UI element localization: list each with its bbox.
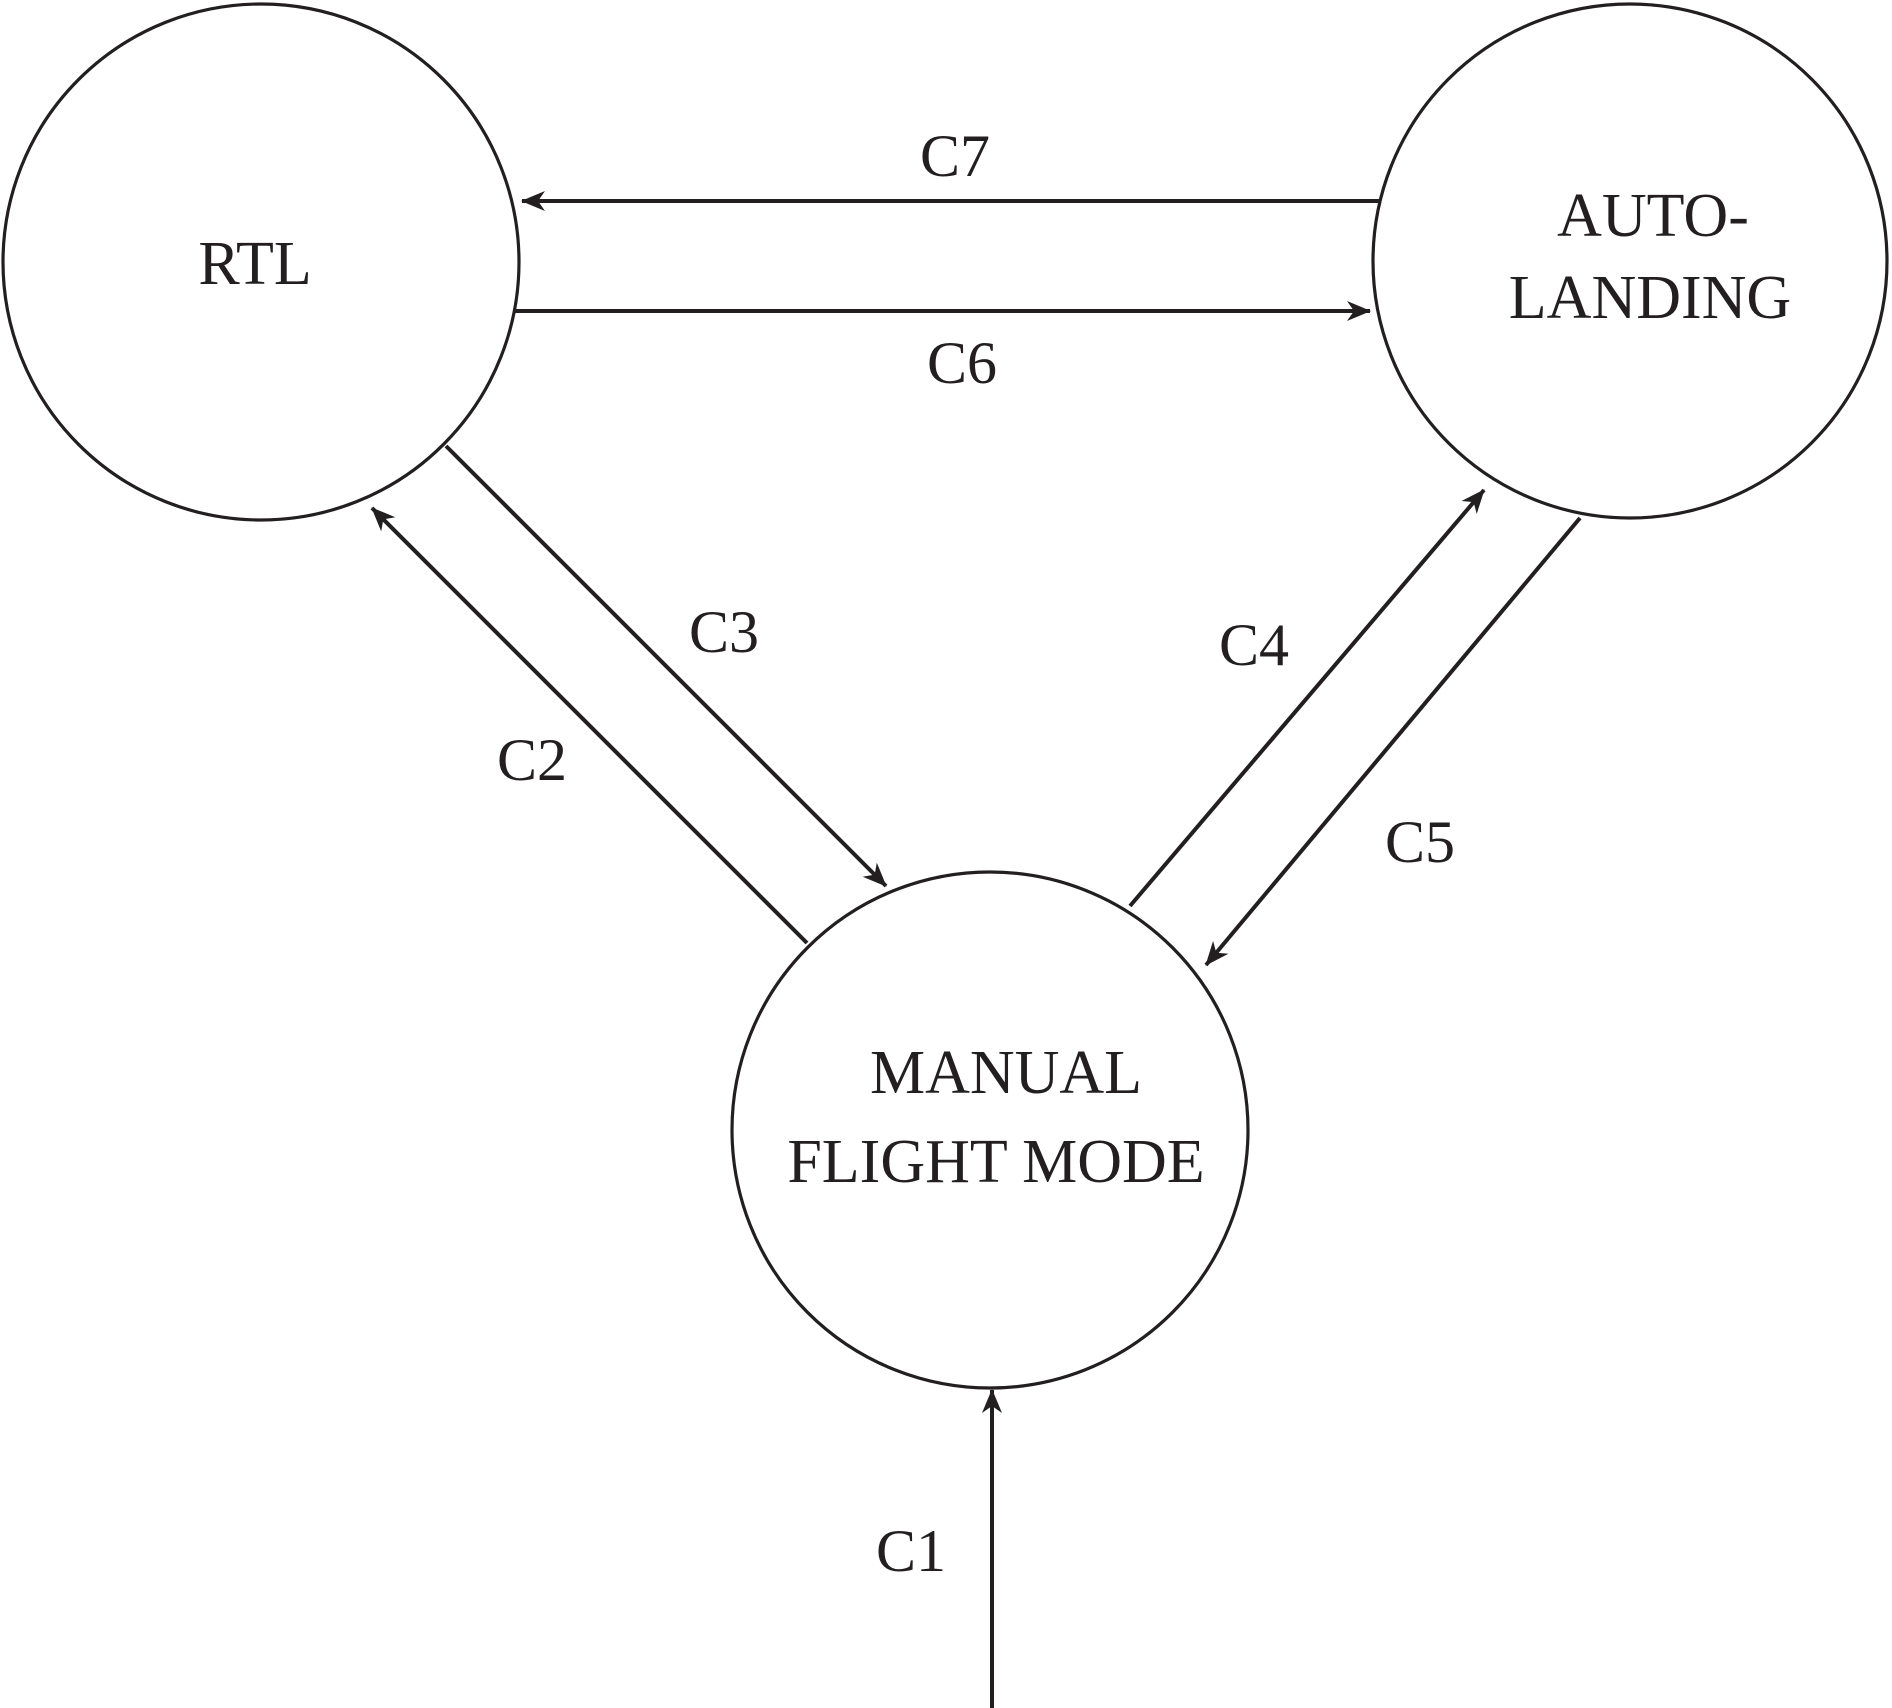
transition-c5-arrow [1204, 516, 1582, 967]
state-manual-label-line-1: MANUAL [870, 1039, 1142, 1107]
transition-c4-label: C4 [1219, 612, 1289, 678]
transition-c6-label: C6 [927, 330, 997, 396]
transition-c7: C7 [521, 123, 1380, 211]
transition-c2-arrow [370, 506, 809, 945]
state-auto-landing-label-line-1: AUTO- [1557, 182, 1749, 250]
transition-c5: C5 [1204, 516, 1582, 967]
transition-c3-label: C3 [689, 599, 759, 665]
transition-c1: C1 [876, 1389, 1002, 1708]
state-manual-flight-mode: MANUAL FLIGHT MODE [730, 870, 1250, 1390]
state-auto-landing-circle [1371, 2, 1889, 520]
transition-c3: C3 [444, 444, 888, 888]
transition-c2-label: C2 [497, 727, 567, 793]
state-auto-landing: AUTO- LANDING [1371, 2, 1889, 520]
transition-c4: C4 [1128, 488, 1486, 908]
state-manual-circle [730, 870, 1250, 1390]
transition-c5-label: C5 [1385, 809, 1455, 875]
state-rtl-label: RTL [198, 230, 311, 298]
transition-c4-arrow [1128, 488, 1486, 908]
transition-c1-label: C1 [876, 1518, 946, 1584]
transition-c2: C2 [370, 506, 809, 945]
transition-c6: C6 [515, 301, 1371, 396]
state-rtl: RTL [1, 2, 521, 522]
transition-c7-label: C7 [920, 123, 990, 189]
state-manual-label-line-2: FLIGHT MODE [787, 1128, 1204, 1196]
transition-c3-arrow [444, 444, 888, 888]
state-rtl-circle [1, 2, 521, 522]
state-auto-landing-label-line-2: LANDING [1509, 264, 1791, 332]
